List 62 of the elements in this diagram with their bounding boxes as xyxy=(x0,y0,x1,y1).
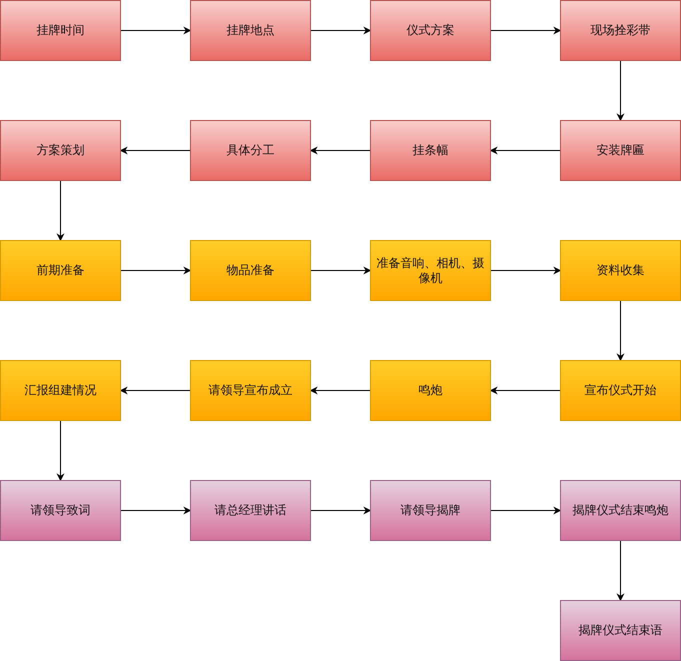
step-label: 资料收集 xyxy=(596,263,644,278)
step-label: 请领导揭牌 xyxy=(400,503,460,518)
process-box xyxy=(0,0,121,61)
arrow xyxy=(120,266,192,274)
process-box xyxy=(190,0,311,61)
step-label: 揭牌仪式结束鸣炮 xyxy=(572,503,668,518)
arrow xyxy=(56,180,64,242)
process-box xyxy=(370,240,491,301)
arrow xyxy=(120,506,192,514)
arrow xyxy=(490,266,562,274)
process-box xyxy=(190,240,311,301)
process-box xyxy=(0,480,121,541)
step-label: 请领导致词 xyxy=(30,503,90,518)
step-label: 汇报组建情况 xyxy=(24,383,96,398)
process-box xyxy=(560,480,681,541)
arrow xyxy=(616,540,624,602)
step-label: 请总经理讲话 xyxy=(214,503,286,518)
step-label: 现场拴彩带 xyxy=(590,23,650,38)
step-label: 前期准备 xyxy=(36,263,84,278)
arrow xyxy=(310,26,372,34)
process-box xyxy=(370,480,491,541)
process-box xyxy=(0,240,121,301)
step-label: 安装牌匾 xyxy=(596,143,644,158)
process-box xyxy=(370,360,491,421)
process-box xyxy=(190,120,311,181)
process-box xyxy=(190,480,311,541)
arrow xyxy=(490,386,561,394)
step-label: 揭牌仪式结束语 xyxy=(578,623,662,638)
step-label: 方案策划 xyxy=(36,143,84,158)
arrow xyxy=(310,506,372,514)
process-box xyxy=(190,360,311,421)
step-label: 仪式方案 xyxy=(406,23,454,38)
arrow xyxy=(490,26,562,34)
step-label: 具体分工 xyxy=(226,143,274,158)
arrow xyxy=(56,420,64,482)
arrow xyxy=(310,146,371,154)
arrow xyxy=(490,506,562,514)
arrow xyxy=(616,300,624,362)
process-box xyxy=(0,120,121,181)
process-box xyxy=(370,0,491,61)
process-box xyxy=(560,0,681,61)
arrow xyxy=(616,60,624,122)
process-box xyxy=(560,600,681,661)
arrow xyxy=(120,26,192,34)
step-label: 请领导宣布成立 xyxy=(208,383,292,398)
arrow xyxy=(120,146,191,154)
arrow xyxy=(120,386,191,394)
process-box xyxy=(0,360,121,421)
step-label: 挂条幅 xyxy=(412,143,448,158)
step-label: 挂牌时间 xyxy=(36,23,84,38)
process-box xyxy=(560,240,681,301)
process-box xyxy=(560,120,681,181)
process-box xyxy=(370,120,491,181)
arrow xyxy=(310,266,372,274)
arrow xyxy=(490,146,561,154)
step-label: 准备音响、相机、摄像机 xyxy=(376,256,486,286)
arrow xyxy=(310,386,371,394)
process-box xyxy=(560,360,681,421)
step-label: 物品准备 xyxy=(226,263,274,278)
step-label: 鸣炮 xyxy=(418,383,442,398)
step-label: 宣布仪式开始 xyxy=(584,383,656,398)
step-label: 挂牌地点 xyxy=(226,23,274,38)
